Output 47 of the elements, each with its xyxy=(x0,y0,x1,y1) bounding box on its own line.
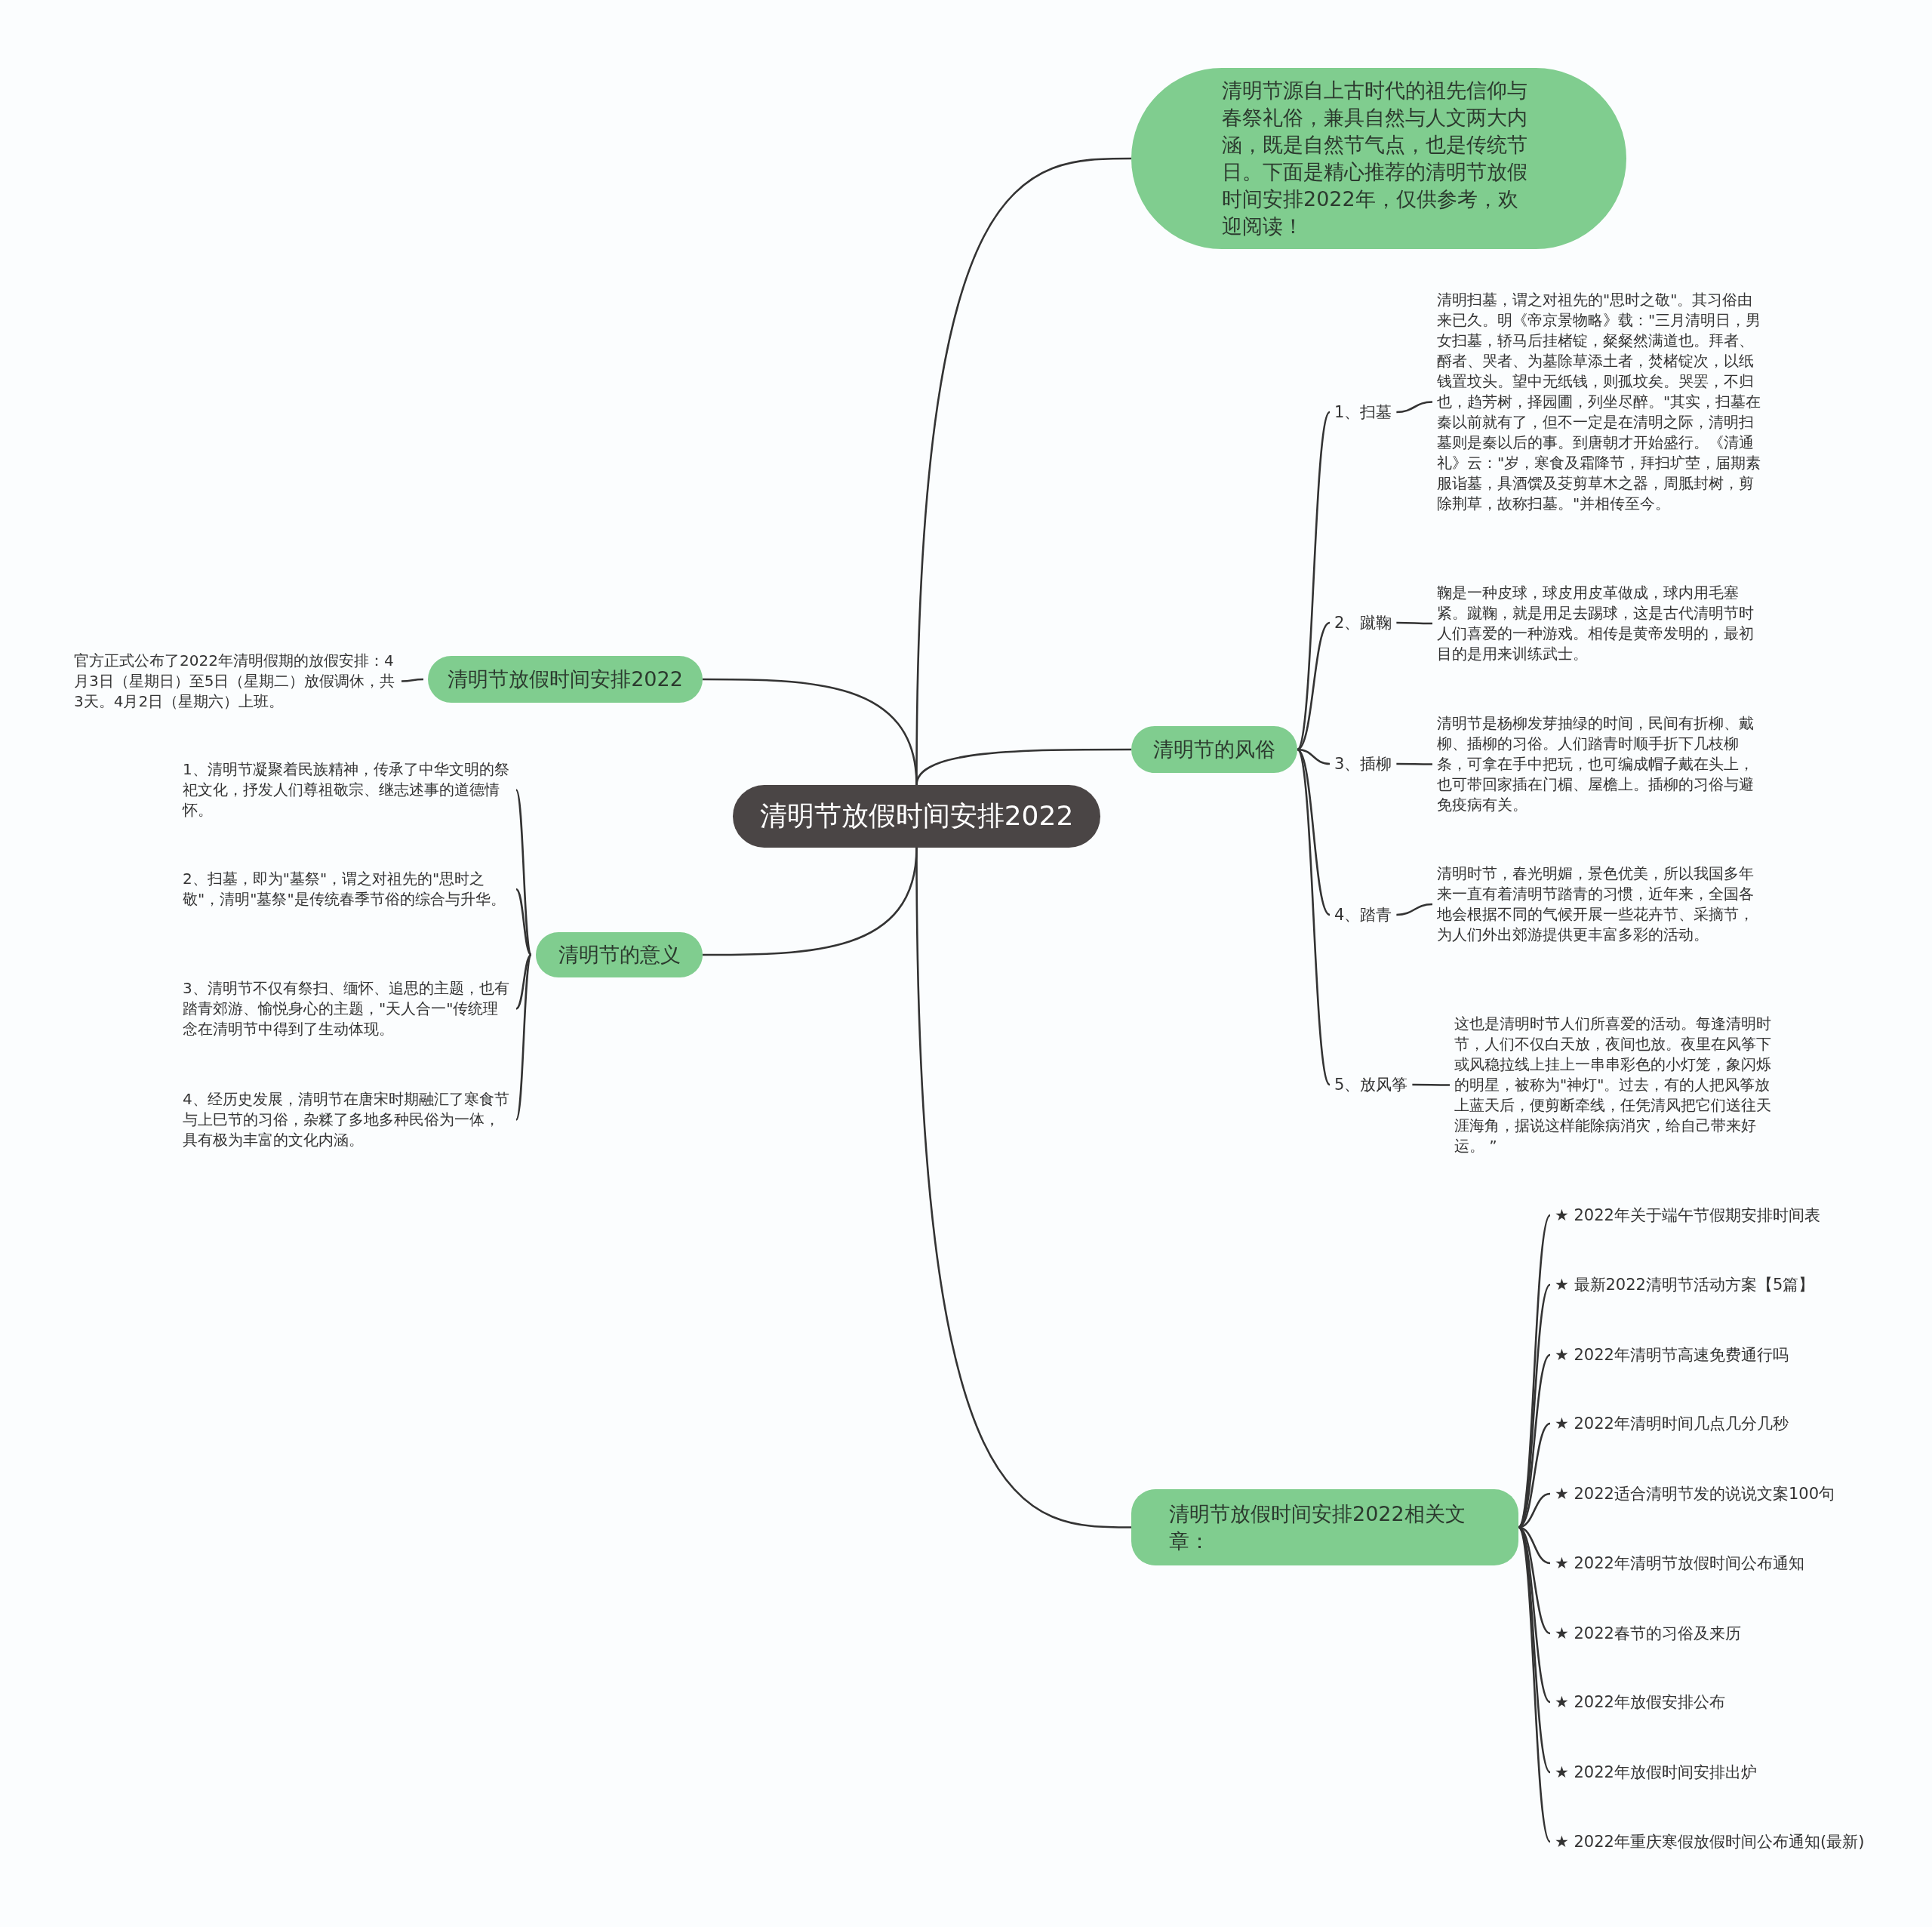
branch-line xyxy=(1517,1526,1552,1842)
branch-line xyxy=(1396,903,1433,916)
branch-line xyxy=(1296,411,1331,750)
topic-pill: 清明节放假时间安排2022 xyxy=(428,656,703,703)
branch-line xyxy=(1396,401,1433,414)
branch-line xyxy=(515,953,532,1010)
note-text: 1、清明节凝聚着民族精神，传承了中华文明的祭祀文化，抒发人们尊祖敬宗、继志述事的道德情怀。 xyxy=(183,759,512,820)
subtopic-label: 1、扫墓 xyxy=(1334,402,1392,423)
subtopic-label: ★ 最新2022清明节活动方案【5篇】 xyxy=(1555,1274,1815,1295)
intro-bubble: 清明节源自上古时代的祖先信仰与春祭礼俗，兼具自然与人文两大内涵，既是自然节气点，也是传统节日。下面是精心推荐的清明节放假时间安排2022年，仅供参考，欢迎阅读！ xyxy=(1131,68,1626,249)
branch-line xyxy=(915,848,1131,1528)
branch-line xyxy=(1396,621,1432,625)
subtopic-label: ★ 2022年放假时间安排出炉 xyxy=(1555,1762,1757,1783)
topic-pill: 清明节的意义 xyxy=(536,932,703,977)
note-text: 官方正式公布了2022年清明假期的放假安排：4月3日（星期日）至5日（星期二）放假调休，共3天。4月2日（星期六）上班。 xyxy=(74,651,397,712)
branch-line xyxy=(1517,1284,1552,1528)
branch-line xyxy=(1412,1083,1450,1086)
note-text: 清明节是杨柳发芽抽绿的时间，民间有折柳、戴柳、插柳的习俗。人们踏青时顺手折下几枝柳条，可拿在手中把玩，也可编成帽子戴在头上，也可带回家插在门楣、屋檐上。插柳的习俗与避免疫病有关。 xyxy=(1437,713,1761,815)
subtopic-label: 4、踏青 xyxy=(1334,904,1392,925)
branch-line xyxy=(515,888,532,956)
central-topic: 清明节放假时间安排2022 xyxy=(733,785,1100,848)
topic-pill: 清明节放假时间安排2022相关文章： xyxy=(1131,1489,1518,1565)
subtopic-label: ★ 2022年清明节放假时间公布通知 xyxy=(1555,1553,1804,1574)
note-text: 4、经历史发展，清明节在唐宋时期融汇了寒食节与上巳节的习俗，杂糅了多地多种民俗为一体，具有极为丰富的文化内涵。 xyxy=(183,1089,512,1150)
subtopic-label: ★ 2022年关于端午节假期安排时间表 xyxy=(1555,1205,1820,1226)
subtopic-label: 5、放风筝 xyxy=(1334,1074,1408,1095)
branch-line xyxy=(401,678,423,682)
note-text: 2、扫墓，即为"墓祭"，谓之对祖先的"思时之敬"，清明"墓祭"是传统春季节俗的综合与升华。 xyxy=(183,869,512,910)
branch-line xyxy=(1518,1526,1551,1703)
branch-line xyxy=(915,748,1131,786)
branch-line xyxy=(515,954,533,1121)
subtopic-label: ★ 2022春节的习俗及来历 xyxy=(1555,1623,1741,1644)
subtopic-label: ★ 2022年放假安排公布 xyxy=(1555,1692,1725,1713)
branch-line xyxy=(1296,749,1331,1085)
note-text: 鞠是一种皮球，球皮用皮革做成，球内用毛塞紧。蹴鞠，就是用足去踢球，这是古代清明节时人们喜爱的一种游戏。相传是黄帝发明的，最初目的是用来训练武士。 xyxy=(1437,583,1761,664)
branch-line xyxy=(1396,762,1432,765)
subtopic-label: ★ 2022年清明时间几点几分几秒 xyxy=(1555,1413,1789,1434)
subtopic-label: ★ 2022年重庆寒假放假时间公布通知(最新) xyxy=(1555,1831,1865,1852)
subtopic-label: ★ 2022年清明节高速免费通行吗 xyxy=(1555,1344,1789,1365)
note-text: 清明扫墓，谓之对祖先的"思时之敬"。其习俗由来已久。明《帝京景物略》载："三月清明日，男女扫墓，轿马后挂楮锭，粲粲然满道也。拜者、酹者、哭者、为墓除草添土者，焚楮锭次，以纸钱置坟头。望中无纸钱，则孤坟矣。哭罢，不归也，趋芳树，择园圃，列坐尽醉。"其实，扫墓在秦以前就有了，但不一定是在清明之际，清明扫墓则是秦以后的事。到唐朝才开始盛行。《清通礼》云："岁，寒食及霜降节，拜扫圹茔，届期素服诣墓，具酒馔及芟剪草木之器，周胝封树，剪除荆草，故称扫墓。"并相传至今。 xyxy=(1437,290,1761,514)
topic-pill: 清明节的风俗 xyxy=(1131,726,1297,773)
subtopic-label: 2、蹴鞠 xyxy=(1334,612,1392,633)
subtopic-label: 3、插柳 xyxy=(1334,753,1392,774)
note-text: 这也是清明时节人们所喜爱的活动。每逢清明时节，人们不仅白天放，夜间也放。夜里在风筝下或风稳拉线上挂上一串串彩色的小灯笼，象闪烁的明星，被称为"神灯"。过去，有的人把风筝放上蓝天后，便剪断牵线，任凭清风把它们送往天涯海角，据说这样能除病消灾，给自己带来好运。 ” xyxy=(1454,1014,1771,1156)
subtopic-label: ★ 2022适合清明节发的说说文案100句 xyxy=(1555,1483,1835,1504)
note-text: 清明时节，春光明媚，景色优美，所以我国多年来一直有着清明节踏青的习惯，近年来，全国各地会根据不同的气候开展一些花卉节、采摘节，为人们外出郊游提供更丰富多彩的活动。 xyxy=(1437,863,1761,945)
note-text: 3、清明节不仅有祭扫、缅怀、追思的主题，也有踏青郊游、愉悦身心的主题，"天人合一"传统理念在清明节中得到了生动体现。 xyxy=(183,978,512,1039)
